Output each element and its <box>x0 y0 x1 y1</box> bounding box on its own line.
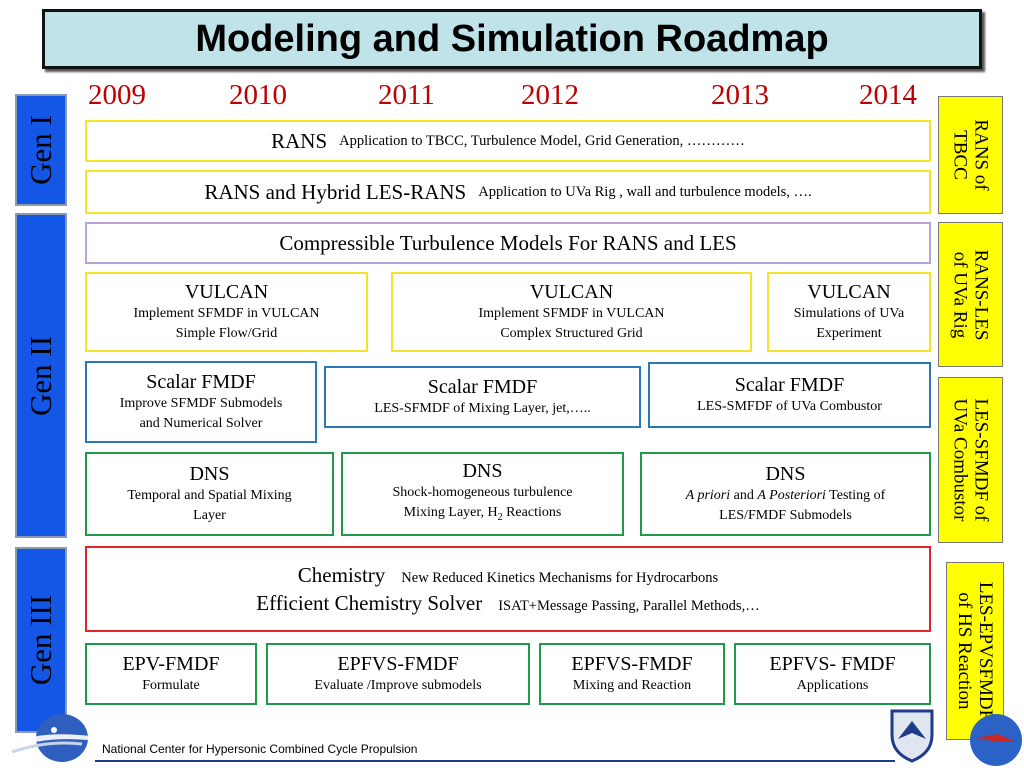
title-banner: Modeling and Simulation Roadmap <box>42 9 982 69</box>
scalar-fmdf-box-2: Scalar FMDF LES-SFMDF of Mixing Layer, j… <box>324 366 641 428</box>
dns-3-line1: A priori and A Posteriori Testing of <box>686 486 886 506</box>
dns-1-title: DNS <box>189 462 230 485</box>
gen-2-label: Gen II <box>15 213 67 538</box>
side-label-4-line1: LES-EPVSFMDF <box>975 581 997 721</box>
epv-3-sub: Mixing and Reaction <box>572 677 692 693</box>
scalar-2-line1: LES-SFMDF of Mixing Layer, jet,….. <box>374 400 591 416</box>
footer-line <box>95 760 895 762</box>
dns-3-testing: Testing of <box>825 487 886 503</box>
rans-detail: Application to TBCC, Turbulence Model, G… <box>339 132 745 149</box>
compressible-turbulence-box: Compressible Turbulence Models For RANS … <box>85 222 931 264</box>
chemistry-solver-title: Efficient Chemistry Solver <box>256 591 483 615</box>
vulcan-1-line1: Implement SFMDF in VULCAN <box>133 305 320 321</box>
year-2014: 2014 <box>859 79 917 111</box>
year-2009: 2009 <box>88 79 146 111</box>
dns-box-3: DNS A priori and A Posteriori Testing of… <box>640 452 931 536</box>
vulcan-box-3: VULCAN Simulations of UVa Experiment <box>767 272 931 352</box>
epv-1-sub: Formulate <box>142 677 200 693</box>
dns-2-title: DNS <box>462 460 503 483</box>
dns-3-aposteriori: A Posteriori <box>757 487 826 503</box>
dns-2-line2-a: Mixing Layer, H <box>403 505 498 521</box>
vulcan-2-line1: Implement SFMDF in VULCAN <box>478 305 665 321</box>
rans-box: RANS Application to TBCC, Turbulence Mod… <box>85 120 931 162</box>
vulcan-box-1: VULCAN Implement SFMDF in VULCAN Simple … <box>85 272 368 352</box>
vulcan-1-title: VULCAN <box>184 280 269 303</box>
epv-4-title: EPFVS- FMDF <box>769 652 896 675</box>
dns-2-line1: Shock-homogeneous turbulence <box>392 485 573 501</box>
year-2013: 2013 <box>711 79 769 111</box>
epv-1-title: EPV-FMDF <box>122 652 220 675</box>
vulcan-3-line2: Experiment <box>816 325 882 341</box>
vulcan-2-line2: Complex Structured Grid <box>500 325 643 341</box>
dns-box-1: DNS Temporal and Spatial Mixing Layer <box>85 452 334 536</box>
epv-fmdf-box-4: EPFVS- FMDF Applications <box>734 643 931 705</box>
rans-hybrid-detail: Application to UVa Rig , wall and turbul… <box>478 183 812 200</box>
blue-emblem-icon <box>970 714 1022 766</box>
chemistry-row-2: Efficient Chemistry Solver ISAT+Message … <box>256 591 759 615</box>
gen-2-text: Gen II <box>23 335 59 416</box>
dns-3-line2: LES/FMDF Submodels <box>719 507 852 523</box>
vulcan-3-title: VULCAN <box>807 280 891 303</box>
chemistry-box: Chemistry New Reduced Kinetics Mechanism… <box>85 546 931 632</box>
scalar-1-line1: Improve SFMDF Submodels <box>119 395 283 411</box>
side-label-2-line1: RANS-LES <box>970 249 992 340</box>
vulcan-box-2: VULCAN Implement SFMDF in VULCAN Complex… <box>391 272 752 352</box>
side-label-3-line2: UVa Combustor <box>949 398 971 522</box>
dns-3-apriori: A priori <box>685 487 731 503</box>
gen-1-label: Gen I <box>15 94 67 206</box>
gen-3-text: Gen III <box>23 594 58 686</box>
scalar-1-line2: and Numerical Solver <box>139 415 263 431</box>
gen-1-text: Gen I <box>23 115 59 185</box>
chemistry-row-1: Chemistry New Reduced Kinetics Mechanism… <box>298 563 718 587</box>
side-label-1-line1: RANS of <box>970 119 992 191</box>
scalar-2-title: Scalar FMDF <box>427 375 538 398</box>
vulcan-2-title: VULCAN <box>529 280 614 303</box>
year-2010: 2010 <box>229 79 287 111</box>
vulcan-3-line1: Simulations of UVa <box>793 305 905 321</box>
year-2011: 2011 <box>378 79 435 111</box>
rans-hybrid-title: RANS and Hybrid LES-RANS <box>204 180 467 204</box>
page-title: Modeling and Simulation Roadmap <box>195 17 829 60</box>
epv-4-sub: Applications <box>796 677 869 693</box>
chemistry-title: Chemistry <box>297 563 386 587</box>
vulcan-1-line2: Simple Flow/Grid <box>175 325 278 341</box>
side-label-2-line2: of UVa Rig <box>949 251 971 338</box>
footer-text: National Center for Hypersonic Combined … <box>102 742 418 756</box>
epv-fmdf-box-2: EPFVS-FMDF Evaluate /Improve submodels <box>266 643 530 705</box>
dns-3-and: and <box>730 487 758 503</box>
nasa-style-logo-icon <box>6 714 90 762</box>
epv-fmdf-box-1: EPV-FMDF Formulate <box>85 643 257 705</box>
scalar-1-title: Scalar FMDF <box>146 370 256 393</box>
dns-box-2: DNS Shock-homogeneous turbulence Mixing … <box>341 452 624 536</box>
chemistry-detail: New Reduced Kinetics Mechanisms for Hydr… <box>401 570 719 586</box>
dns-2-line2-b: Reactions <box>502 505 562 521</box>
compressible-turbulence-text: Compressible Turbulence Models For RANS … <box>279 231 737 255</box>
epv-3-title: EPFVS-FMDF <box>571 652 693 675</box>
epv-2-sub: Evaluate /Improve submodels <box>314 677 482 693</box>
epv-2-title: EPFVS-FMDF <box>337 652 459 675</box>
side-label-1-line2: TBCC <box>949 130 971 180</box>
chemistry-solver-detail: ISAT+Message Passing, Parallel Methods,… <box>498 598 760 614</box>
dns-2-line2: Mixing Layer, H2 Reactions <box>404 503 562 528</box>
dns-2-line2-sub: 2 <box>497 511 503 523</box>
scalar-fmdf-box-1: Scalar FMDF Improve SFMDF Submodels and … <box>85 361 317 443</box>
scalar-3-line1: LES-SMFDF of UVa Combustor <box>697 398 882 414</box>
dns-3-title: DNS <box>765 462 806 485</box>
dns-1-line1: Temporal and Spatial Mixing <box>127 487 292 503</box>
scalar-fmdf-box-3: Scalar FMDF LES-SMFDF of UVa Combustor <box>648 362 931 428</box>
rans-hybrid-box: RANS and Hybrid LES-RANS Application to … <box>85 170 931 214</box>
gen-3-label: Gen III <box>15 547 67 733</box>
epv-fmdf-box-3: EPFVS-FMDF Mixing and Reaction <box>539 643 725 705</box>
air-force-shield-icon <box>890 709 934 763</box>
dns-1-line2: Layer <box>193 507 226 523</box>
year-2012: 2012 <box>521 79 579 111</box>
side-label-3-line1: LES-SFMDF of <box>970 398 992 522</box>
rans-title: RANS <box>271 129 328 153</box>
scalar-3-title: Scalar FMDF <box>734 373 845 396</box>
side-label-4-line2: of HS Reaction <box>954 592 976 710</box>
